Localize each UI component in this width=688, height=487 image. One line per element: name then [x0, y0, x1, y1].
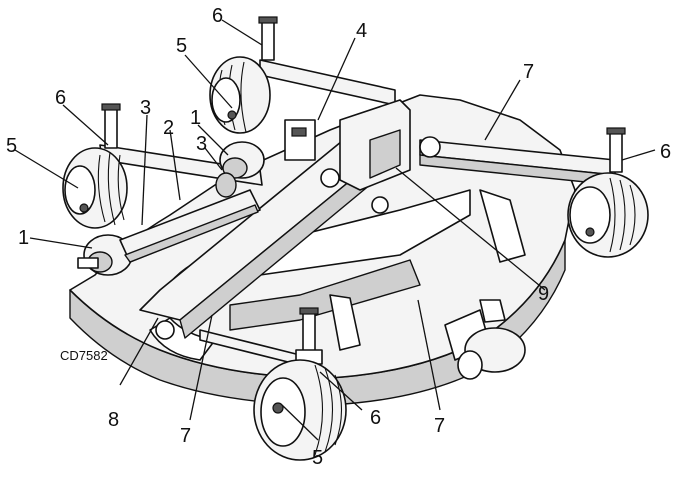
callout-4: 4	[356, 20, 367, 42]
callout-1-top: 1	[190, 107, 201, 129]
callout-3-left: 3	[140, 97, 151, 119]
caster-rear-left	[209, 16, 278, 134]
caster-left	[62, 103, 128, 229]
callout-labels: 6 4 5 7 6 3 2 1 3 5 6 1 9 CD7582 8 6 7 7…	[6, 5, 671, 469]
callout-5-top: 5	[176, 35, 187, 57]
callout-9: 9	[538, 283, 549, 305]
callout-5-left: 5	[6, 135, 17, 157]
main-frame	[99, 59, 616, 366]
figure-code: CD7582	[60, 348, 108, 363]
leader-lines	[14, 19, 656, 441]
callout-1-left: 1	[18, 227, 29, 249]
callout-6-top: 6	[212, 5, 223, 27]
callout-5-bottom: 5	[312, 447, 323, 469]
callout-3-center: 3	[196, 133, 207, 155]
callout-6-right: 6	[660, 141, 671, 163]
caster-front	[253, 307, 347, 461]
callout-6-bottom: 6	[370, 407, 381, 429]
callout-7-bottom-right: 7	[434, 415, 445, 437]
caster-right	[567, 127, 649, 258]
callout-6-left: 6	[55, 87, 66, 109]
callout-8: 8	[108, 409, 119, 431]
drive-assembly	[77, 136, 441, 340]
callout-7-top: 7	[523, 61, 534, 83]
roller-right-front	[444, 299, 526, 380]
callout-7-bottom-left: 7	[180, 425, 191, 447]
callout-2: 2	[163, 117, 174, 139]
